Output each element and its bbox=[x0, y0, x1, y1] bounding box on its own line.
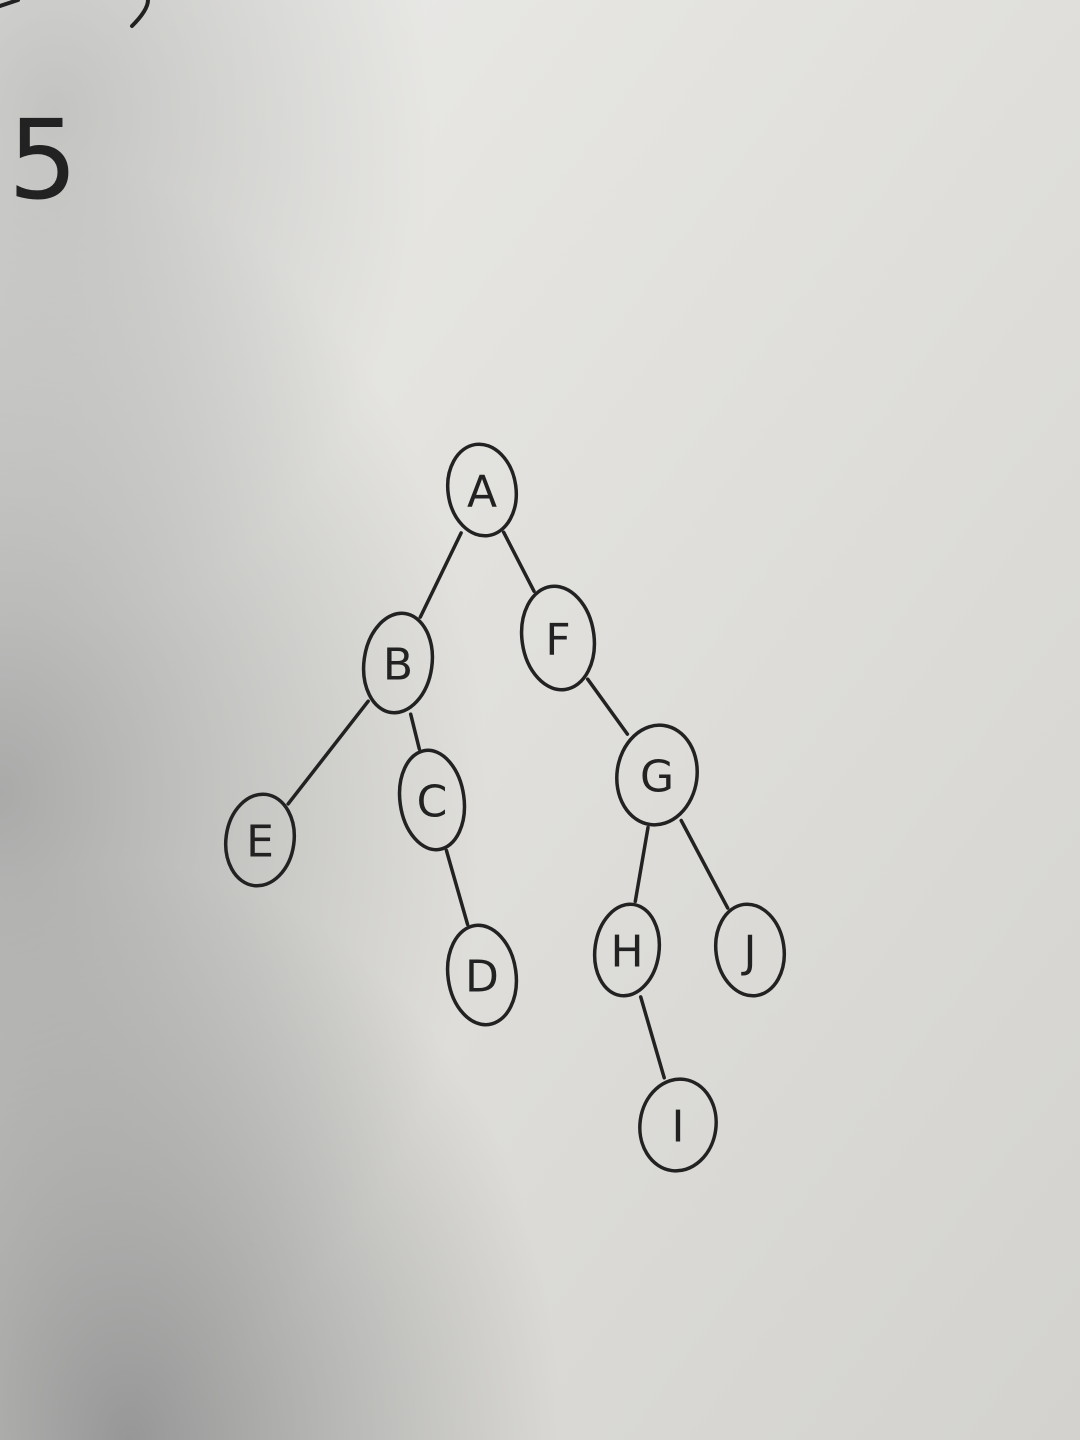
node-circle-J bbox=[713, 902, 787, 998]
tree-node-B: B bbox=[361, 611, 435, 715]
tree-node-E: E bbox=[223, 792, 297, 888]
tree-node-A: A bbox=[445, 442, 519, 538]
edge-C-D bbox=[444, 848, 470, 927]
edge-A-F bbox=[501, 530, 536, 593]
tree-nodes: A B F E C G D H J I bbox=[223, 442, 787, 1173]
tree-node-I: I bbox=[638, 1077, 718, 1173]
node-label-H: H bbox=[610, 927, 643, 978]
node-circle-D bbox=[445, 923, 519, 1027]
edge-B-E bbox=[286, 699, 370, 806]
node-label-E: E bbox=[246, 817, 274, 868]
tree-node-J: J bbox=[713, 902, 787, 998]
edge-G-J bbox=[679, 818, 730, 910]
node-circle-F bbox=[519, 584, 597, 692]
edge-H-I bbox=[638, 995, 666, 1080]
node-label-G: G bbox=[640, 752, 674, 803]
node-circle-G bbox=[615, 723, 699, 827]
node-label-B: B bbox=[383, 640, 413, 691]
node-label-A: A bbox=[467, 467, 497, 518]
tree-node-C: C bbox=[397, 748, 467, 852]
edge-G-H bbox=[633, 825, 650, 904]
node-label-J: J bbox=[741, 927, 757, 978]
tree-edges bbox=[286, 530, 730, 1080]
tree-node-H: H bbox=[592, 902, 662, 998]
node-circle-H bbox=[592, 902, 662, 998]
node-label-F: F bbox=[545, 615, 570, 666]
tree-node-D: D bbox=[445, 923, 519, 1027]
node-label-D: D bbox=[465, 952, 499, 1003]
node-label-I: I bbox=[672, 1102, 685, 1153]
node-circle-A bbox=[445, 442, 519, 538]
node-circle-C bbox=[397, 748, 467, 852]
edge-A-B bbox=[418, 531, 463, 619]
tree-node-G: G bbox=[615, 723, 699, 827]
edge-B-C bbox=[408, 712, 422, 751]
ink-mark-top bbox=[0, 0, 150, 28]
edge-F-G bbox=[585, 677, 630, 736]
page-number: 5 bbox=[8, 96, 78, 224]
node-circle-I bbox=[638, 1077, 718, 1173]
node-circle-E bbox=[223, 792, 297, 888]
tree-node-F: F bbox=[519, 584, 597, 692]
node-circle-B bbox=[361, 611, 435, 715]
node-label-C: C bbox=[417, 777, 448, 828]
